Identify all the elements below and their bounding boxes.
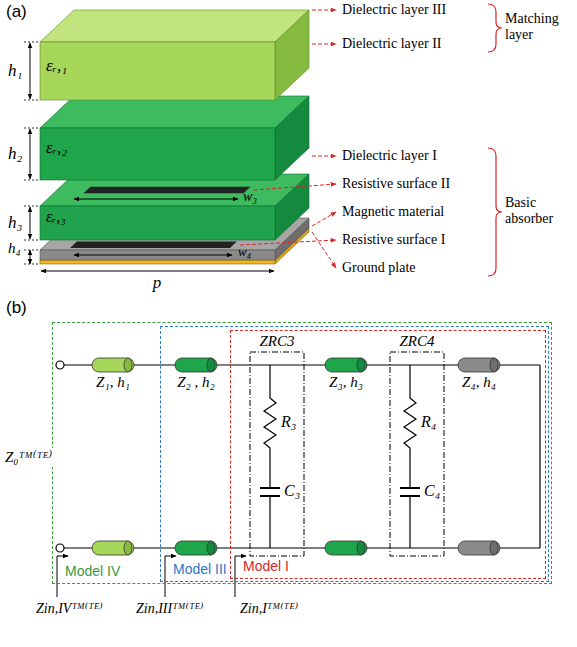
group-label: Matching layer (505, 11, 571, 43)
input-impedance-arrows (57, 556, 246, 597)
permittivity-label: εᵣ,₁ (46, 56, 67, 76)
dimension-label: h₄ (8, 240, 21, 257)
model-box: Model IV Model III Model I (52, 322, 552, 584)
impedance-label: Z₀ᵀᴹ⁽ᵀᴱ⁾ (3, 448, 54, 467)
part-label: Resistive surface I (342, 232, 445, 248)
part-label: Dielectric layer I (342, 148, 437, 164)
dimension-label: h₂ (8, 144, 22, 164)
model-box: Model III Model I (160, 326, 549, 582)
model-label: Model III (173, 561, 227, 577)
capacitor-label: C₃ (284, 482, 300, 500)
leader-lines (240, 10, 336, 268)
permittivity-label: εᵣ,₃ (46, 208, 66, 226)
dimension-label: h₃ (8, 213, 22, 233)
resistive-surface-2 (84, 187, 251, 193)
part-label: Resistive surface II (342, 176, 450, 192)
resistor-label: R₄ (421, 413, 436, 431)
permittivity-label: εᵣ,₂ (46, 138, 67, 158)
braces (488, 4, 502, 276)
capacitor-label: C₄ (424, 482, 440, 500)
part-label: Magnetic material (342, 204, 444, 220)
line-label: Z₂ , h₂ (177, 374, 215, 391)
panel-tag: (a) (6, 2, 27, 22)
line-label: Z₃, h₃ (329, 374, 363, 391)
dimension-w3 (74, 199, 238, 200)
resistive-surface-1 (70, 242, 237, 248)
dimension-label: h₁ (8, 61, 22, 81)
circuit-wires (56, 361, 540, 552)
model-box: Model I (230, 330, 546, 579)
panel-tag: (b) (6, 298, 27, 318)
dielectric-slab-3 (40, 10, 309, 100)
resistor-label: R₃ (281, 413, 296, 431)
impedance-label: Zin,IIIᵀᴹ⁽ᵀᴱ⁾ (136, 601, 203, 617)
part-label: Ground plate (342, 260, 415, 276)
line-label: Z₄, h₄ (462, 374, 496, 391)
dielectric-slab-2 (40, 96, 309, 180)
dimension-label: w₄ (238, 245, 251, 260)
impedance-label: Zin,Iᵀᴹ⁽ᵀᴱ⁾ (240, 601, 298, 617)
impedance-label: ZRC4 (399, 333, 434, 350)
dimension-label: w₃ (243, 189, 257, 205)
group-label: Basic absorber (505, 195, 571, 227)
dielectric-slab-1 (40, 174, 309, 240)
height-dimensions (24, 42, 274, 271)
transmission-lines (92, 358, 500, 555)
impedance-label: Zin,IVᵀᴹ⁽ᵀᴱ⁾ (36, 601, 103, 617)
line-label: Z₁, h₁ (96, 374, 130, 391)
model-label: Model I (243, 558, 289, 574)
shunt-rc-4 (390, 352, 444, 556)
dimension-label: p (153, 273, 162, 293)
model-label: Model IV (65, 563, 120, 579)
shunt-rc-3 (250, 352, 304, 556)
part-label: Dielectric layer II (342, 36, 442, 52)
part-label: Dielectric layer III (342, 2, 446, 18)
impedance-label: ZRC3 (259, 333, 294, 350)
dimension-w4 (74, 255, 232, 256)
